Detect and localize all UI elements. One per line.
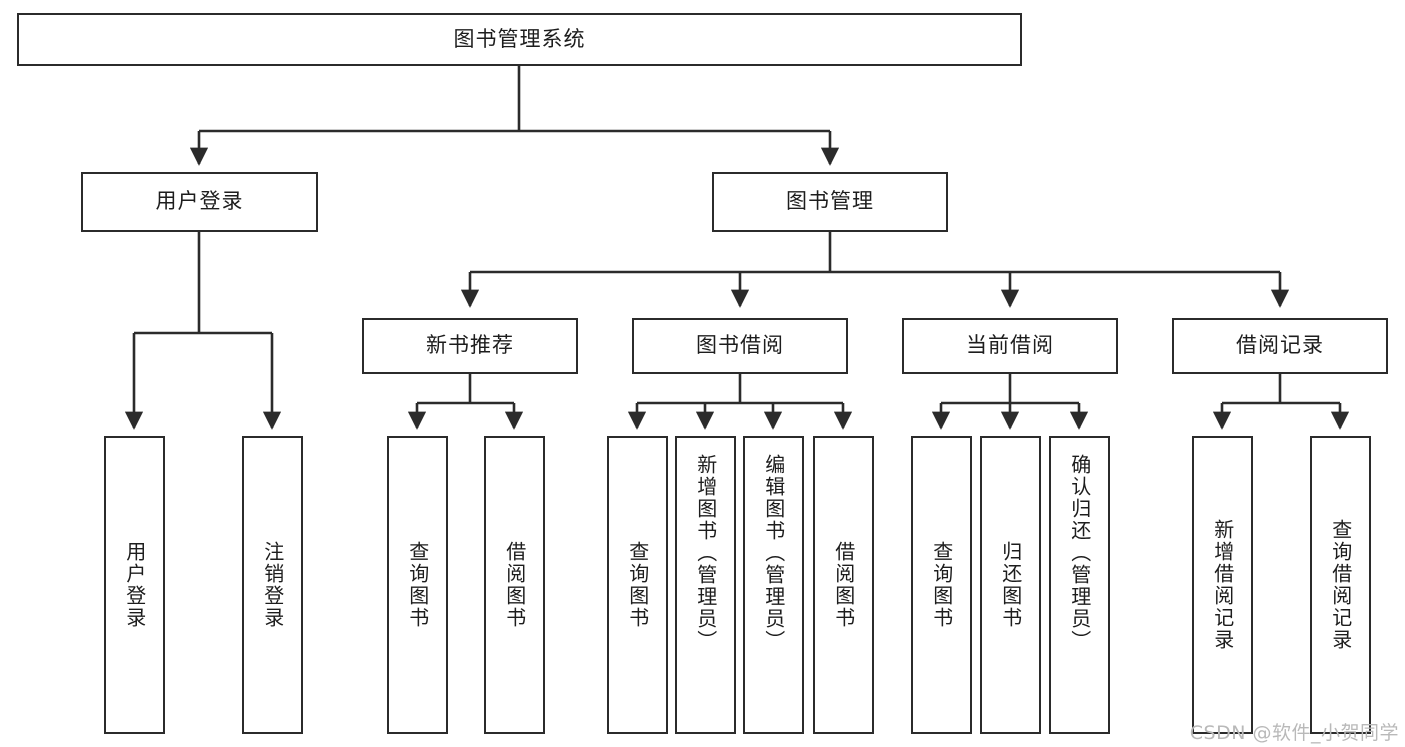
- csdn-watermark: CSDN @软件_小贺同学: [1189, 722, 1399, 744]
- leaf-user-login-logout[interactable]: 注销登录: [242, 436, 303, 734]
- node-book-management[interactable]: 图书管理: [712, 172, 948, 232]
- leaf-book-borrow-borrow-book[interactable]: 借阅图书: [813, 436, 874, 734]
- node-label: 查询图书: [929, 541, 954, 629]
- node-label: 图书管理系统: [453, 26, 586, 51]
- leaf-borrow-record-add-record[interactable]: 新增借阅记录: [1192, 436, 1253, 734]
- node-borrow-record[interactable]: 借阅记录: [1172, 318, 1388, 374]
- node-root-book-management-system[interactable]: 图书管理系统: [17, 13, 1022, 66]
- node-label: 用户登录: [122, 541, 147, 629]
- node-label: 图书借阅: [696, 333, 784, 358]
- leaf-current-borrow-query-book[interactable]: 查询图书: [911, 436, 972, 734]
- node-book-borrow[interactable]: 图书借阅: [632, 318, 848, 374]
- node-user-login[interactable]: 用户登录: [81, 172, 318, 232]
- node-label: 查询图书: [405, 541, 430, 629]
- node-label: 当前借阅: [966, 333, 1054, 358]
- leaf-new-book-borrow-book[interactable]: 借阅图书: [484, 436, 545, 734]
- node-label: 借阅图书: [831, 541, 856, 629]
- node-current-borrow[interactable]: 当前借阅: [902, 318, 1118, 374]
- node-label: 查询图书: [625, 541, 650, 629]
- leaf-current-borrow-confirm-return-admin[interactable]: 确认归还（管理员）: [1049, 436, 1110, 734]
- node-label: 编辑图书（管理员）: [761, 454, 786, 652]
- node-label: 图书管理: [786, 189, 874, 214]
- node-label: 借阅图书: [502, 541, 527, 629]
- leaf-borrow-record-query-record[interactable]: 查询借阅记录: [1310, 436, 1371, 734]
- node-label: 注销登录: [260, 541, 285, 629]
- node-label: 查询借阅记录: [1328, 519, 1353, 651]
- leaf-book-borrow-query-book[interactable]: 查询图书: [607, 436, 668, 734]
- leaf-new-book-query-book[interactable]: 查询图书: [387, 436, 448, 734]
- node-new-book-recommend[interactable]: 新书推荐: [362, 318, 578, 374]
- node-label: 新增借阅记录: [1210, 519, 1235, 651]
- leaf-book-borrow-edit-book-admin[interactable]: 编辑图书（管理员）: [743, 436, 804, 734]
- leaf-current-borrow-return-book[interactable]: 归还图书: [980, 436, 1041, 734]
- node-label: 确认归还（管理员）: [1067, 454, 1092, 652]
- node-label: 新书推荐: [426, 333, 514, 358]
- leaf-user-login-login[interactable]: 用户登录: [104, 436, 165, 734]
- node-label: 用户登录: [155, 189, 244, 214]
- leaf-book-borrow-add-book-admin[interactable]: 新增图书（管理员）: [675, 436, 736, 734]
- node-label: 归还图书: [998, 541, 1023, 629]
- node-label: 借阅记录: [1236, 333, 1324, 358]
- node-label: 新增图书（管理员）: [693, 454, 718, 652]
